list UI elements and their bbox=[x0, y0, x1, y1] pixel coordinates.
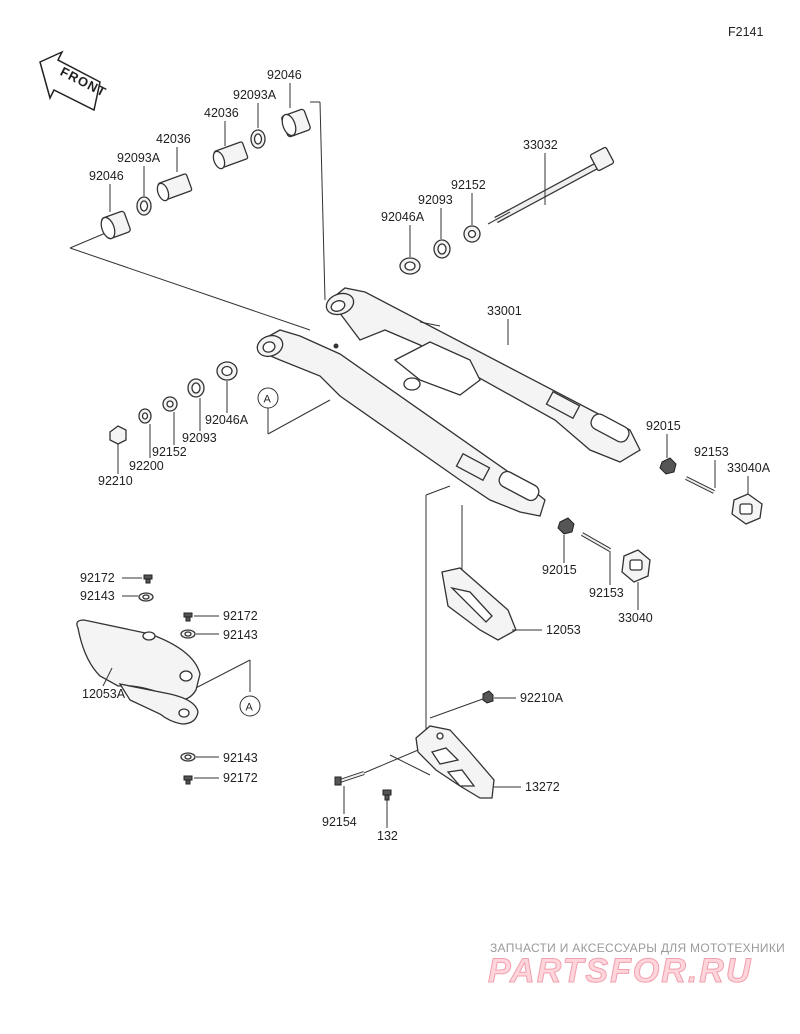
bolt-92210A bbox=[482, 690, 494, 704]
label-92172-c: 92172 bbox=[223, 771, 258, 785]
bolt-92153-low bbox=[581, 532, 611, 552]
label-92152-right: 92152 bbox=[451, 178, 486, 192]
front-arrow-icon: FRONT bbox=[39, 50, 109, 112]
callout-a-upper: A bbox=[257, 387, 279, 409]
bearing-92046A-left bbox=[216, 361, 238, 381]
label-92210: 92210 bbox=[98, 474, 133, 488]
watermark-tagline: ЗАПЧАСТИ И АКСЕССУАРЫ ДЛЯ МОТОТЕХНИКИ bbox=[490, 941, 785, 955]
label-92093-right: 92093 bbox=[418, 193, 453, 207]
washer-92200 bbox=[138, 408, 152, 424]
label-92046-top: 92046 bbox=[267, 68, 302, 82]
label-92152-left: 92152 bbox=[152, 445, 187, 459]
seal-92093-right bbox=[433, 239, 451, 259]
bearing-92046-top bbox=[281, 108, 311, 138]
part-labels: 92046 92093A 42036 42036 92093A 92046 33… bbox=[80, 68, 771, 843]
label-33032: 33032 bbox=[523, 138, 558, 152]
adjuster-33040A bbox=[731, 493, 763, 525]
leader-lines bbox=[69, 101, 489, 779]
label-132: 132 bbox=[377, 829, 398, 843]
label-92172-a: 92172 bbox=[80, 571, 115, 585]
nut-92210 bbox=[109, 425, 127, 445]
bolt-92172-b bbox=[183, 612, 193, 622]
adjuster-33040 bbox=[621, 549, 651, 583]
label-33040: 33040 bbox=[618, 611, 653, 625]
seal-92093-left bbox=[187, 378, 205, 398]
label-13272: 13272 bbox=[525, 780, 560, 794]
label-92200: 92200 bbox=[129, 459, 164, 473]
chain-guide-13272 bbox=[415, 725, 495, 799]
collar-92143-a bbox=[138, 592, 154, 602]
washer-92152-left bbox=[162, 396, 178, 412]
label-33040A: 33040A bbox=[727, 461, 771, 475]
label-92046A-left: 92046A bbox=[205, 413, 249, 427]
label-42036-top: 42036 bbox=[204, 106, 239, 120]
chain-slider-12053A bbox=[76, 619, 201, 725]
label-92172-b: 92172 bbox=[223, 609, 258, 623]
collar-92143-c bbox=[180, 752, 196, 762]
swingarm-33001 bbox=[256, 287, 641, 517]
svg-text:A: A bbox=[264, 394, 272, 406]
label-92153-right: 92153 bbox=[694, 445, 729, 459]
label-92046-left: 92046 bbox=[89, 169, 124, 183]
seal-92093A-left bbox=[136, 196, 152, 216]
label-12053: 12053 bbox=[546, 623, 581, 637]
washer-92152-right bbox=[463, 225, 481, 243]
nut-92015-low bbox=[557, 517, 575, 535]
nut-92015-right bbox=[659, 457, 677, 475]
bearing-92046-left bbox=[100, 210, 131, 240]
label-92046A-right: 92046A bbox=[381, 210, 425, 224]
bolt-92172-c bbox=[183, 775, 193, 785]
pivot-shaft-33032 bbox=[487, 146, 615, 225]
label-92143-c: 92143 bbox=[223, 751, 258, 765]
label-92093A-top: 92093A bbox=[233, 88, 277, 102]
collar-92143-b bbox=[180, 629, 196, 639]
label-12053A: 12053A bbox=[82, 687, 126, 701]
watermark-brand: PARTSFOR.RU bbox=[488, 952, 752, 990]
label-92143-b: 92143 bbox=[223, 628, 258, 642]
page-code: F2141 bbox=[728, 25, 763, 39]
collar-42036-left bbox=[156, 173, 193, 202]
callout-a-lower: A bbox=[239, 695, 261, 717]
bolt-92153-right bbox=[685, 476, 715, 494]
seal-92093A-top bbox=[250, 129, 266, 149]
label-92153-low: 92153 bbox=[589, 586, 624, 600]
label-92093-left: 92093 bbox=[182, 431, 217, 445]
label-92093A-left: 92093A bbox=[117, 151, 161, 165]
label-92154: 92154 bbox=[322, 815, 357, 829]
collar-42036-top bbox=[212, 141, 249, 170]
label-33001: 33001 bbox=[487, 304, 522, 318]
label-92143-a: 92143 bbox=[80, 589, 115, 603]
label-92015-right: 92015 bbox=[646, 419, 681, 433]
screw-132 bbox=[382, 789, 392, 801]
bolt-92172-a bbox=[143, 574, 153, 584]
label-42036-left: 42036 bbox=[156, 132, 191, 146]
svg-text:A: A bbox=[246, 702, 254, 714]
label-92210A: 92210A bbox=[520, 691, 564, 705]
label-92015-low: 92015 bbox=[542, 563, 577, 577]
bolt-92154 bbox=[334, 771, 365, 786]
bearing-92046A-right bbox=[399, 257, 421, 275]
chain-slider-12053 bbox=[441, 567, 517, 641]
watermark: ЗАПЧАСТИ И АКСЕССУАРЫ ДЛЯ МОТОТЕХНИКИ PA… bbox=[488, 941, 785, 991]
